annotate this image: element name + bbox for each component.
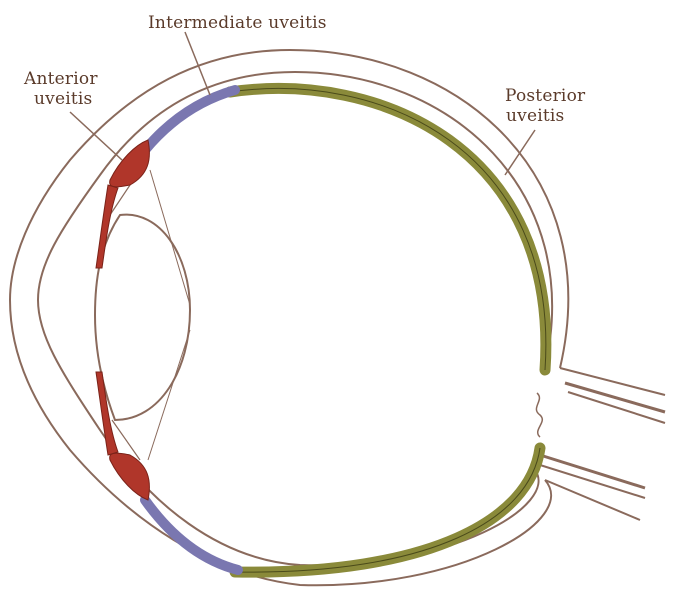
posterior-region-band-lower [235, 448, 540, 572]
label-posterior-uveitis-line2: uveitis [506, 107, 564, 125]
label-intermediate-uveitis: Intermediate uveitis [148, 14, 327, 32]
sclera-outer-outline [10, 50, 568, 585]
iris-lower [96, 372, 118, 455]
ciliary-body-upper [110, 140, 150, 187]
label-anterior-uveitis-line1: Anterior [24, 70, 98, 88]
optic-vessel-3 [540, 455, 645, 488]
optic-disc [536, 393, 542, 437]
intermediate-region-lower [145, 500, 238, 570]
sclera-inner-outline [38, 72, 552, 565]
ciliary-body-lower [110, 453, 150, 500]
zonule-lower-2 [148, 330, 190, 460]
label-posterior-uveitis-line1: Posterior [505, 87, 585, 105]
optic-nerve-lower-sheath [545, 480, 640, 520]
posterior-edge-lower [235, 448, 540, 572]
intermediate-region-upper [145, 90, 235, 150]
lens [95, 215, 190, 420]
iris-upper [96, 185, 118, 268]
leader-anterior [70, 112, 122, 160]
optic-nerve-upper-sheath [560, 368, 665, 395]
label-anterior-uveitis-line2: uveitis [34, 90, 92, 108]
zonule-upper-2 [150, 170, 190, 305]
